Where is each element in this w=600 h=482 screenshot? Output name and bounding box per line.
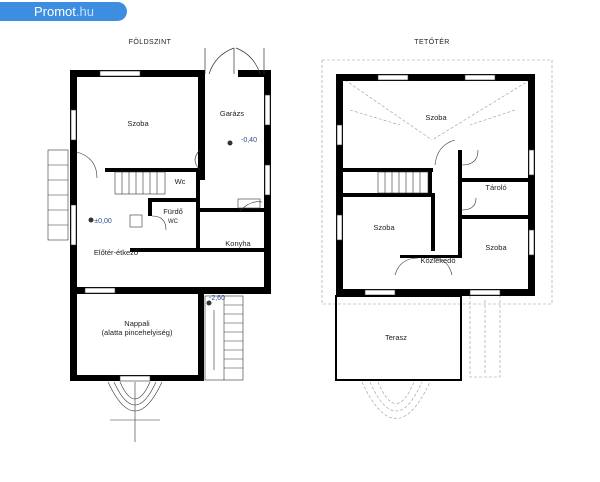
watermark-brand: Promot [34, 4, 76, 19]
front-fan-steps [107, 381, 163, 442]
room-szoba: Szoba [127, 119, 149, 128]
ground-windows [70, 70, 271, 382]
level-zero: ±0,00 [94, 218, 112, 225]
ground-interior-stair [114, 171, 166, 195]
room-nappali: Nappali [124, 319, 150, 328]
watermark-tld: .hu [75, 4, 94, 19]
attic-terrace [335, 295, 462, 381]
room-furdo: Fürdő [163, 207, 183, 216]
level-stair: -2,60 [209, 295, 225, 302]
attic-outer-walls [336, 74, 535, 296]
left-entry-steps [47, 149, 98, 241]
attic-windows [336, 74, 535, 296]
ground-fixtures [129, 149, 263, 231]
room-nappali-note: (alatta pincehelyiség) [102, 328, 173, 337]
attic-title: TETŐTÉR [414, 37, 449, 46]
ground-level-markers [88, 140, 233, 306]
room-konyha: Konyha [225, 239, 251, 248]
room-garazs: Garázs [220, 109, 244, 118]
ground-floor-title: FÖLDSZINT [129, 38, 172, 46]
level-garage: -0,40 [241, 137, 257, 144]
room-eloter: Előtér-étkező [94, 248, 138, 257]
promot-watermark: Promot.hu [0, 2, 127, 21]
ground-floor-plan: FÖLDSZINT [47, 38, 271, 442]
attic-room-terasz: Terasz [385, 333, 407, 342]
attic-room-szoba-left: Szoba [373, 223, 395, 232]
room-wc: Wc [175, 177, 186, 186]
attic-interior-walls [343, 150, 529, 258]
garage-door [204, 47, 265, 75]
attic-room-szoba-right: Szoba [485, 243, 507, 252]
attic-room-kozlekedo: Közlekedő [420, 256, 455, 265]
attic-stair [377, 139, 479, 276]
attic-room-tarolo: Tároló [485, 183, 506, 192]
attic-room-szoba-top: Szoba [425, 113, 447, 122]
basement-stair [204, 295, 244, 381]
ground-interior-walls [105, 168, 268, 252]
room-furdo-wc: WC [168, 219, 179, 225]
attic-plan: TETŐTÉR [321, 37, 553, 419]
